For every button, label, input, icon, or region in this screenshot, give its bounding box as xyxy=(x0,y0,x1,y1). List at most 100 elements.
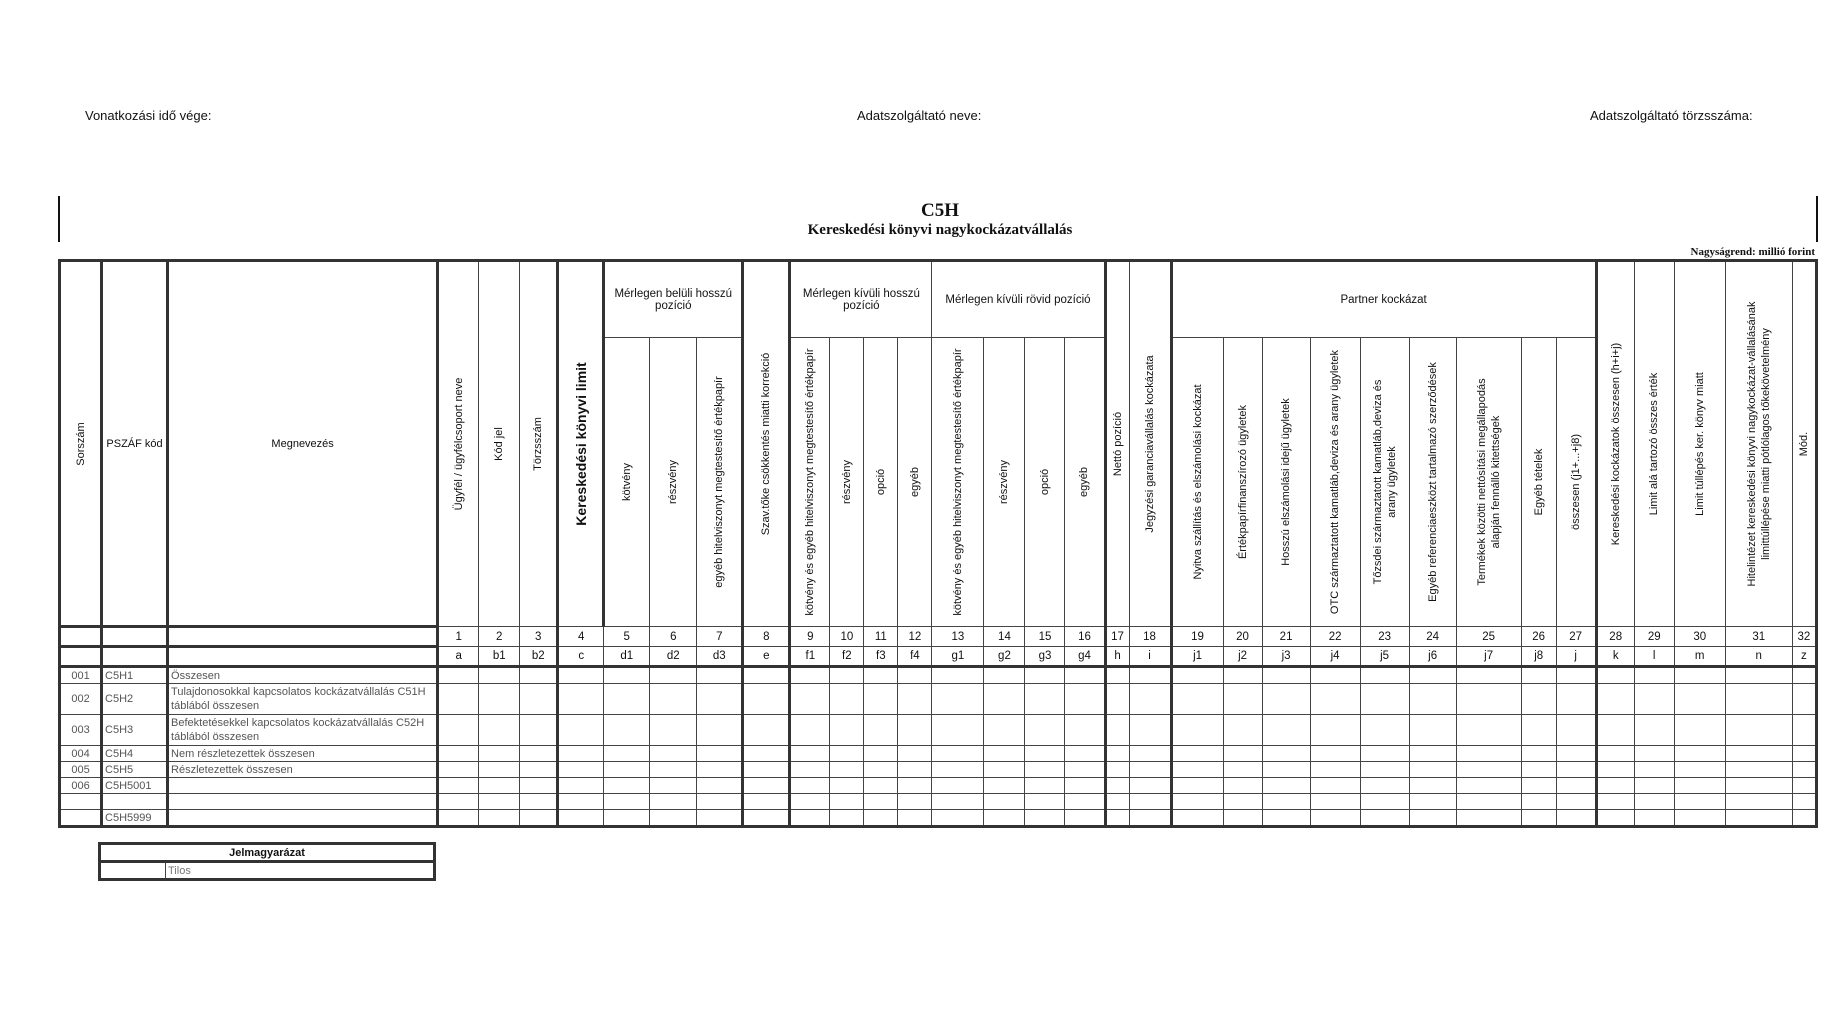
data-cell[interactable] xyxy=(897,745,933,762)
data-cell[interactable] xyxy=(1359,714,1410,746)
data-cell[interactable] xyxy=(1222,714,1263,746)
data-cell[interactable] xyxy=(1673,714,1726,746)
data-cell[interactable] xyxy=(1724,809,1793,827)
data-cell[interactable] xyxy=(897,809,933,827)
data-cell[interactable] xyxy=(1791,777,1818,794)
data-cell[interactable] xyxy=(1261,809,1311,827)
data-cell[interactable] xyxy=(696,714,744,746)
data-cell[interactable] xyxy=(1673,683,1726,715)
data-cell[interactable] xyxy=(1724,745,1793,762)
data-cell[interactable] xyxy=(696,683,744,715)
data-cell[interactable] xyxy=(863,761,899,778)
data-cell[interactable] xyxy=(931,666,985,684)
data-cell[interactable] xyxy=(1594,761,1635,778)
data-cell[interactable] xyxy=(519,745,559,762)
data-cell[interactable] xyxy=(1633,777,1675,794)
data-cell[interactable] xyxy=(436,761,480,778)
data-cell[interactable] xyxy=(1103,683,1130,715)
data-cell[interactable] xyxy=(1024,745,1066,762)
data-cell[interactable] xyxy=(1128,745,1172,762)
data-cell[interactable] xyxy=(1103,666,1130,684)
data-cell[interactable] xyxy=(436,777,480,794)
data-cell[interactable] xyxy=(1359,666,1410,684)
data-cell[interactable] xyxy=(1633,793,1675,810)
data-cell[interactable] xyxy=(1064,714,1106,746)
data-cell[interactable] xyxy=(556,777,605,794)
data-cell[interactable] xyxy=(1455,683,1522,715)
data-cell[interactable] xyxy=(1359,745,1410,762)
data-cell[interactable] xyxy=(1633,666,1675,684)
data-cell[interactable] xyxy=(1791,809,1818,827)
data-cell[interactable] xyxy=(1169,683,1224,715)
data-cell[interactable] xyxy=(1673,777,1726,794)
data-cell[interactable] xyxy=(1724,761,1793,778)
data-cell[interactable] xyxy=(1520,683,1557,715)
data-cell[interactable] xyxy=(1455,809,1522,827)
data-cell[interactable] xyxy=(603,745,651,762)
data-cell[interactable] xyxy=(649,809,698,827)
data-cell[interactable] xyxy=(1309,666,1361,684)
data-cell[interactable] xyxy=(1169,777,1224,794)
data-cell[interactable] xyxy=(1673,809,1726,827)
data-cell[interactable] xyxy=(1520,761,1557,778)
data-cell[interactable] xyxy=(1724,793,1793,810)
data-cell[interactable] xyxy=(1261,666,1311,684)
data-cell[interactable] xyxy=(741,666,791,684)
data-cell[interactable] xyxy=(1024,714,1066,746)
data-cell[interactable] xyxy=(436,745,480,762)
data-cell[interactable] xyxy=(478,761,521,778)
data-cell[interactable] xyxy=(1408,777,1457,794)
data-cell[interactable] xyxy=(983,683,1026,715)
data-cell[interactable] xyxy=(1633,714,1675,746)
data-cell[interactable] xyxy=(1520,809,1557,827)
data-cell[interactable] xyxy=(829,714,865,746)
data-cell[interactable] xyxy=(1724,777,1793,794)
data-cell[interactable] xyxy=(829,761,865,778)
data-cell[interactable] xyxy=(1359,809,1410,827)
data-cell[interactable] xyxy=(1064,666,1106,684)
data-cell[interactable] xyxy=(1555,683,1597,715)
data-cell[interactable] xyxy=(897,761,933,778)
data-cell[interactable] xyxy=(649,666,698,684)
data-cell[interactable] xyxy=(863,683,899,715)
data-cell[interactable] xyxy=(556,809,605,827)
data-cell[interactable] xyxy=(1594,777,1635,794)
data-cell[interactable] xyxy=(931,793,985,810)
data-cell[interactable] xyxy=(1261,761,1311,778)
data-cell[interactable] xyxy=(1408,714,1457,746)
data-cell[interactable] xyxy=(696,745,744,762)
data-cell[interactable] xyxy=(1024,683,1066,715)
data-cell[interactable] xyxy=(519,761,559,778)
data-cell[interactable] xyxy=(1359,793,1410,810)
data-cell[interactable] xyxy=(931,809,985,827)
data-cell[interactable] xyxy=(519,666,559,684)
data-cell[interactable] xyxy=(1520,777,1557,794)
data-cell[interactable] xyxy=(788,666,831,684)
data-cell[interactable] xyxy=(897,793,933,810)
data-cell[interactable] xyxy=(478,809,521,827)
data-cell[interactable] xyxy=(1791,683,1818,715)
data-cell[interactable] xyxy=(1633,745,1675,762)
data-cell[interactable] xyxy=(788,777,831,794)
data-cell[interactable] xyxy=(1103,761,1130,778)
data-cell[interactable] xyxy=(983,793,1026,810)
data-cell[interactable] xyxy=(788,793,831,810)
data-cell[interactable] xyxy=(696,793,744,810)
data-cell[interactable] xyxy=(1169,714,1224,746)
data-cell[interactable] xyxy=(556,745,605,762)
data-cell[interactable] xyxy=(603,777,651,794)
data-cell[interactable] xyxy=(1128,809,1172,827)
data-cell[interactable] xyxy=(931,761,985,778)
data-cell[interactable] xyxy=(829,683,865,715)
data-cell[interactable] xyxy=(1520,714,1557,746)
data-cell[interactable] xyxy=(519,683,559,715)
data-cell[interactable] xyxy=(788,761,831,778)
data-cell[interactable] xyxy=(1024,793,1066,810)
data-cell[interactable] xyxy=(1222,809,1263,827)
data-cell[interactable] xyxy=(1359,683,1410,715)
data-cell[interactable] xyxy=(1309,793,1361,810)
data-cell[interactable] xyxy=(741,683,791,715)
data-cell[interactable] xyxy=(1128,714,1172,746)
data-cell[interactable] xyxy=(1791,714,1818,746)
data-cell[interactable] xyxy=(931,777,985,794)
